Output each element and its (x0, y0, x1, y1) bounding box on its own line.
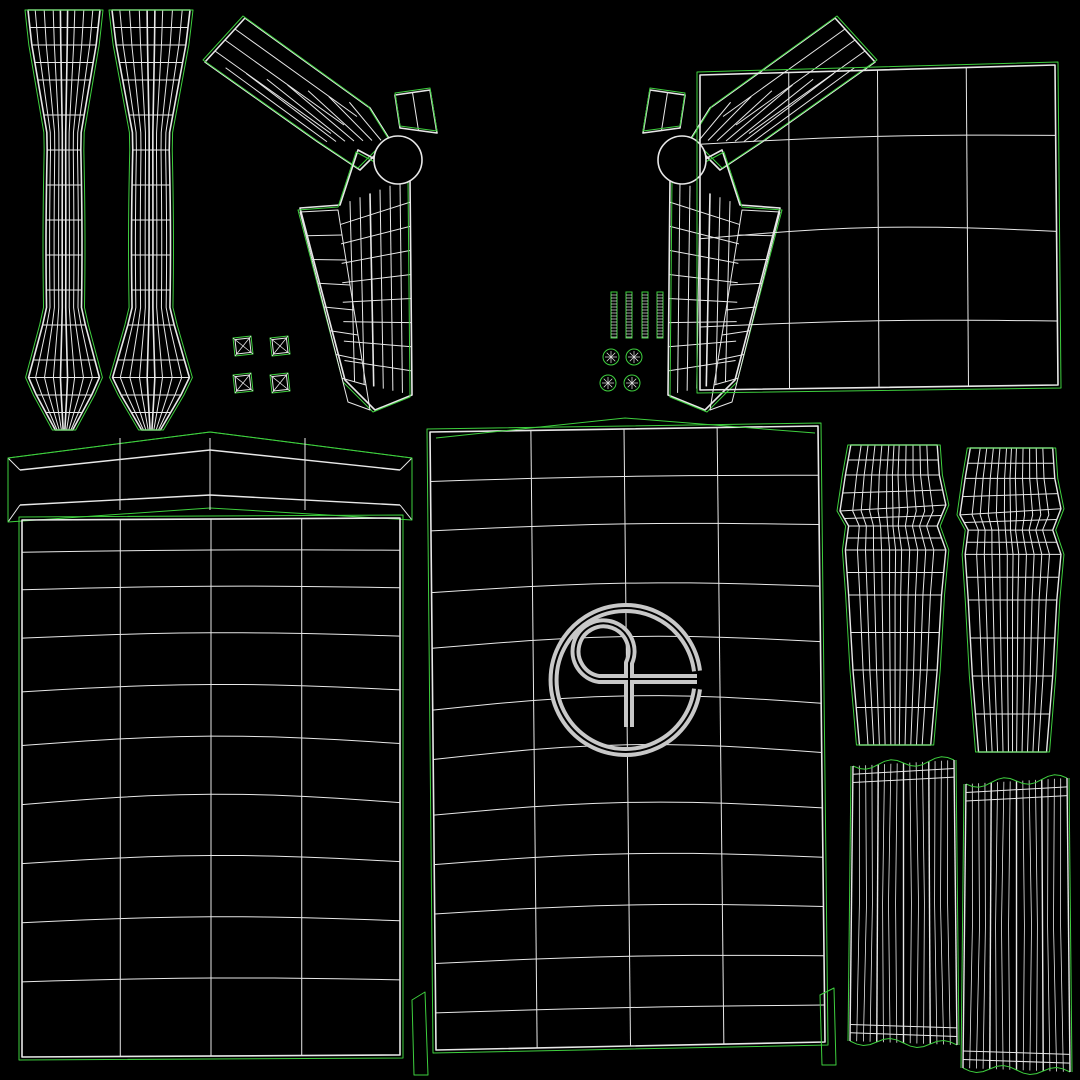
small-pieces-circles (599, 348, 643, 392)
shell-column-b (960, 774, 1073, 1076)
shell-left-leg-b (108, 9, 194, 431)
cg-monogram-icon (548, 603, 702, 757)
small-pieces-bars (610, 291, 664, 339)
shell-column-a (847, 756, 960, 1049)
shell-left-leg-a (24, 9, 104, 431)
shell-bottom-left-panel (7, 431, 413, 1061)
shell-arm-right (642, 15, 878, 413)
shell-sleeve-a (836, 444, 950, 746)
small-pieces-diamonds (232, 335, 291, 394)
shell-top-right-panel (696, 61, 1062, 394)
shell-bottom-center-panel (411, 417, 837, 1076)
shell-sleeve-b (956, 447, 1065, 753)
shell-arm-left (202, 15, 438, 413)
